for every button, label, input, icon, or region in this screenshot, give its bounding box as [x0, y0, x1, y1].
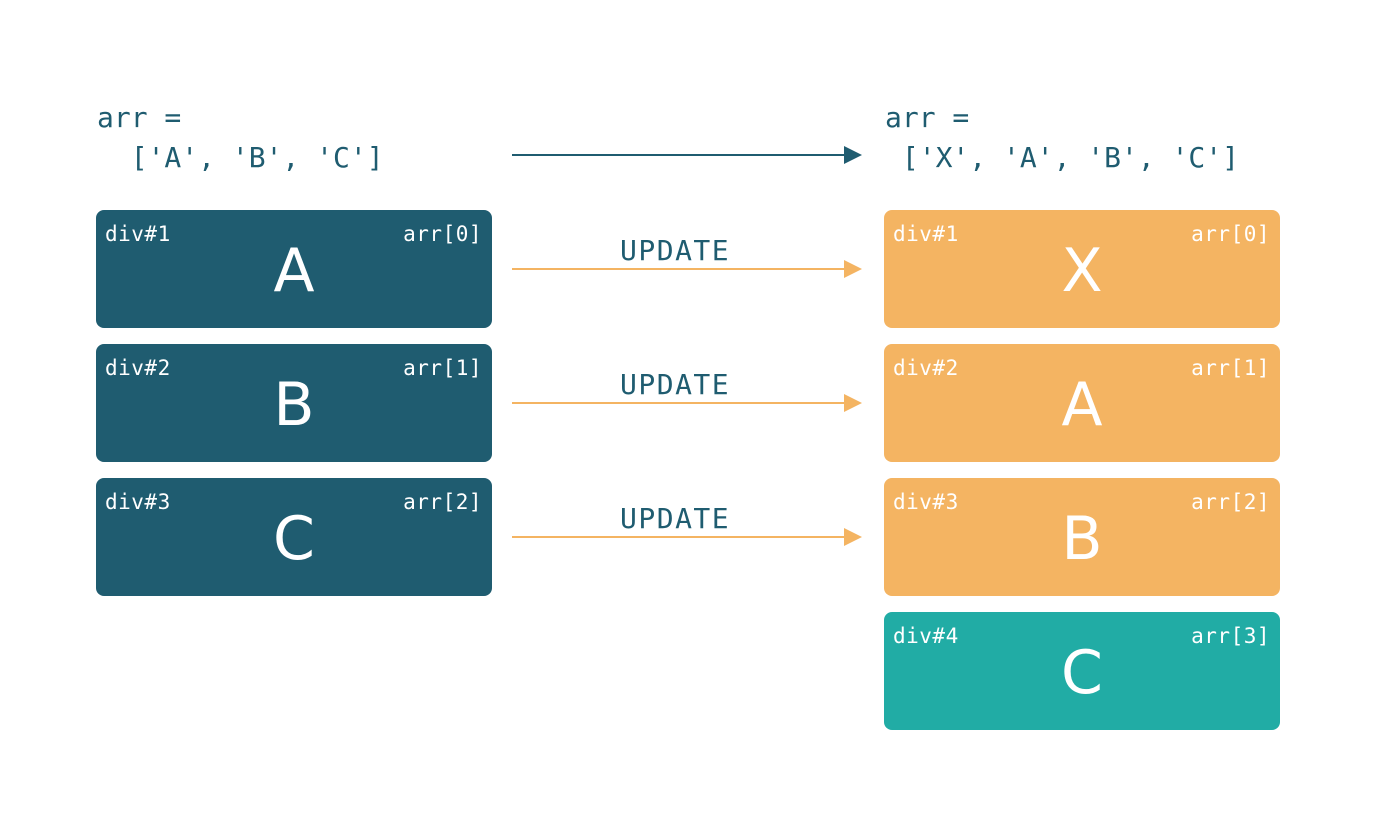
after-array-label-line1: arr = [885, 101, 970, 134]
after-box-div3: div#3 arr[2] B [884, 478, 1280, 596]
box-value: B [1061, 504, 1103, 574]
before-box-div2: div#2 arr[1] B [96, 344, 492, 462]
update-label-3: UPDATE [620, 502, 731, 535]
array-index-label: arr[0] [403, 222, 482, 246]
after-array-label-line2: ['X', 'A', 'B', 'C'] [885, 141, 1240, 174]
div-id-label: div#1 [893, 222, 959, 246]
box-value: B [273, 370, 315, 440]
box-value: X [1061, 236, 1103, 306]
div-id-label: div#2 [893, 356, 959, 380]
before-box-div3: div#3 arr[2] C [96, 478, 492, 596]
div-id-label: div#4 [893, 624, 959, 648]
after-box-div1: div#1 arr[0] X [884, 210, 1280, 328]
box-value: A [273, 236, 315, 306]
array-index-label: arr[2] [1191, 490, 1270, 514]
before-box-div1: div#1 arr[0] A [96, 210, 492, 328]
update-label-1: UPDATE [620, 234, 731, 267]
div-id-label: div#2 [105, 356, 171, 380]
after-box-div4: div#4 arr[3] C [884, 612, 1280, 730]
array-index-label: arr[3] [1191, 624, 1270, 648]
array-index-label: arr[1] [1191, 356, 1270, 380]
array-index-label: arr[0] [1191, 222, 1270, 246]
before-array-label-line2: ['A', 'B', 'C'] [97, 141, 384, 174]
after-box-div2: div#2 arr[1] A [884, 344, 1280, 462]
update-label-2: UPDATE [620, 368, 731, 401]
array-index-label: arr[2] [403, 490, 482, 514]
box-value: A [1061, 370, 1103, 440]
box-value: C [1061, 638, 1103, 708]
update-arrow-3 [512, 528, 862, 546]
div-id-label: div#3 [105, 490, 171, 514]
transition-arrow [512, 146, 862, 164]
box-value: C [273, 504, 315, 574]
div-id-label: div#1 [105, 222, 171, 246]
update-arrow-1 [512, 260, 862, 278]
update-arrow-2 [512, 394, 862, 412]
div-id-label: div#3 [893, 490, 959, 514]
array-index-label: arr[1] [403, 356, 482, 380]
before-array-label-line1: arr = [97, 101, 182, 134]
